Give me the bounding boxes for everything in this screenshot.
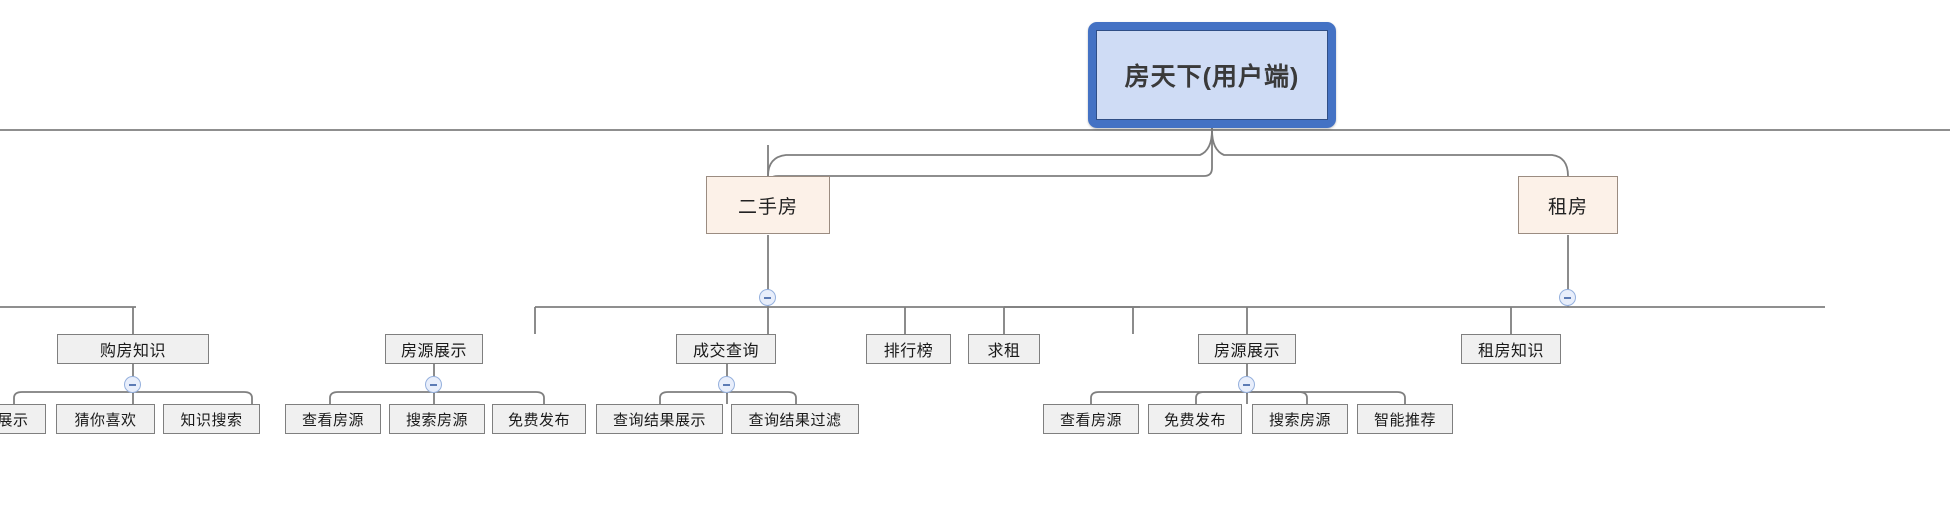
collapse-toggle-listing-display-rent[interactable] (1238, 376, 1255, 393)
node-view-listing-rent[interactable]: 查看房源 (1043, 404, 1139, 434)
node-deal-query[interactable]: 成交查询 (676, 334, 776, 364)
node-rent-knowledge[interactable]: 租房知识 (1461, 334, 1561, 364)
node-buy-knowledge[interactable]: 购房知识 (57, 334, 209, 364)
minus-collapse-icon (764, 296, 771, 299)
node-label: 查看房源 (301, 411, 364, 429)
node-query-result-filter[interactable]: 查询结果过滤 (731, 404, 859, 434)
node-label: 搜索房源 (405, 411, 468, 429)
node-label: 查看房源 (1059, 411, 1122, 429)
minus-collapse-icon (1243, 383, 1250, 386)
node-label: 房源展示 (1213, 343, 1280, 360)
node-search-listing-second-hand[interactable]: 搜索房源 (389, 404, 485, 434)
minus-collapse-icon (129, 383, 136, 386)
node-label: 购房知识 (99, 343, 166, 360)
category-node-second-hand[interactable]: 二手房 (706, 176, 830, 234)
collapse-toggle-listing-display-second-hand[interactable] (425, 376, 442, 393)
node-label: 展示 (0, 411, 29, 429)
minus-collapse-icon (1564, 296, 1571, 299)
node-search-listing-rent[interactable]: 搜索房源 (1252, 404, 1348, 434)
node-label: 免费发布 (507, 411, 570, 429)
node-label: 求租 (987, 343, 1021, 360)
node-label: 查询结果展示 (612, 411, 706, 429)
node-label: 知识搜索 (180, 411, 243, 429)
root-node-label: 房天下(用户端) (1096, 30, 1328, 120)
category-node-rent[interactable]: 租房 (1518, 176, 1618, 234)
node-view-listing-second-hand[interactable]: 查看房源 (285, 404, 381, 434)
node-label: 房源展示 (400, 343, 467, 360)
node-label: 成交查询 (692, 343, 759, 360)
node-label: 排行榜 (883, 343, 934, 360)
node-guess-you-like[interactable]: 猜你喜欢 (56, 404, 155, 434)
node-label: 搜索房源 (1268, 411, 1331, 429)
node-free-publish-rent[interactable]: 免费发布 (1148, 404, 1242, 434)
collapse-toggle-second-hand[interactable] (759, 289, 776, 306)
category-node-label: 租房 (1547, 196, 1588, 218)
node-listing-display-second-hand[interactable]: 房源展示 (385, 334, 483, 364)
node-label: 智能推荐 (1373, 411, 1436, 429)
node-label: 租房知识 (1477, 343, 1544, 360)
collapse-toggle-deal-query[interactable] (718, 376, 735, 393)
node-seek-rent[interactable]: 求租 (968, 334, 1040, 364)
node-ranking[interactable]: 排行榜 (866, 334, 951, 364)
node-listing-display-rent[interactable]: 房源展示 (1198, 334, 1296, 364)
node-label: 猜你喜欢 (74, 411, 137, 429)
minus-collapse-icon (430, 383, 437, 386)
node-knowledge-search[interactable]: 知识搜索 (163, 404, 260, 434)
node-buy-knowledge-display[interactable]: 展示 (0, 404, 46, 434)
category-node-label: 二手房 (737, 196, 798, 218)
node-query-result-display[interactable]: 查询结果展示 (596, 404, 723, 434)
root-node[interactable]: 房天下(用户端) (1088, 22, 1336, 128)
minus-collapse-icon (723, 383, 730, 386)
node-free-publish-second-hand[interactable]: 免费发布 (492, 404, 586, 434)
collapse-toggle-buy-knowledge[interactable] (124, 376, 141, 393)
collapse-toggle-rent[interactable] (1559, 289, 1576, 306)
node-label: 免费发布 (1163, 411, 1226, 429)
node-smart-recommend[interactable]: 智能推荐 (1357, 404, 1453, 434)
node-label: 查询结果过滤 (748, 411, 842, 429)
